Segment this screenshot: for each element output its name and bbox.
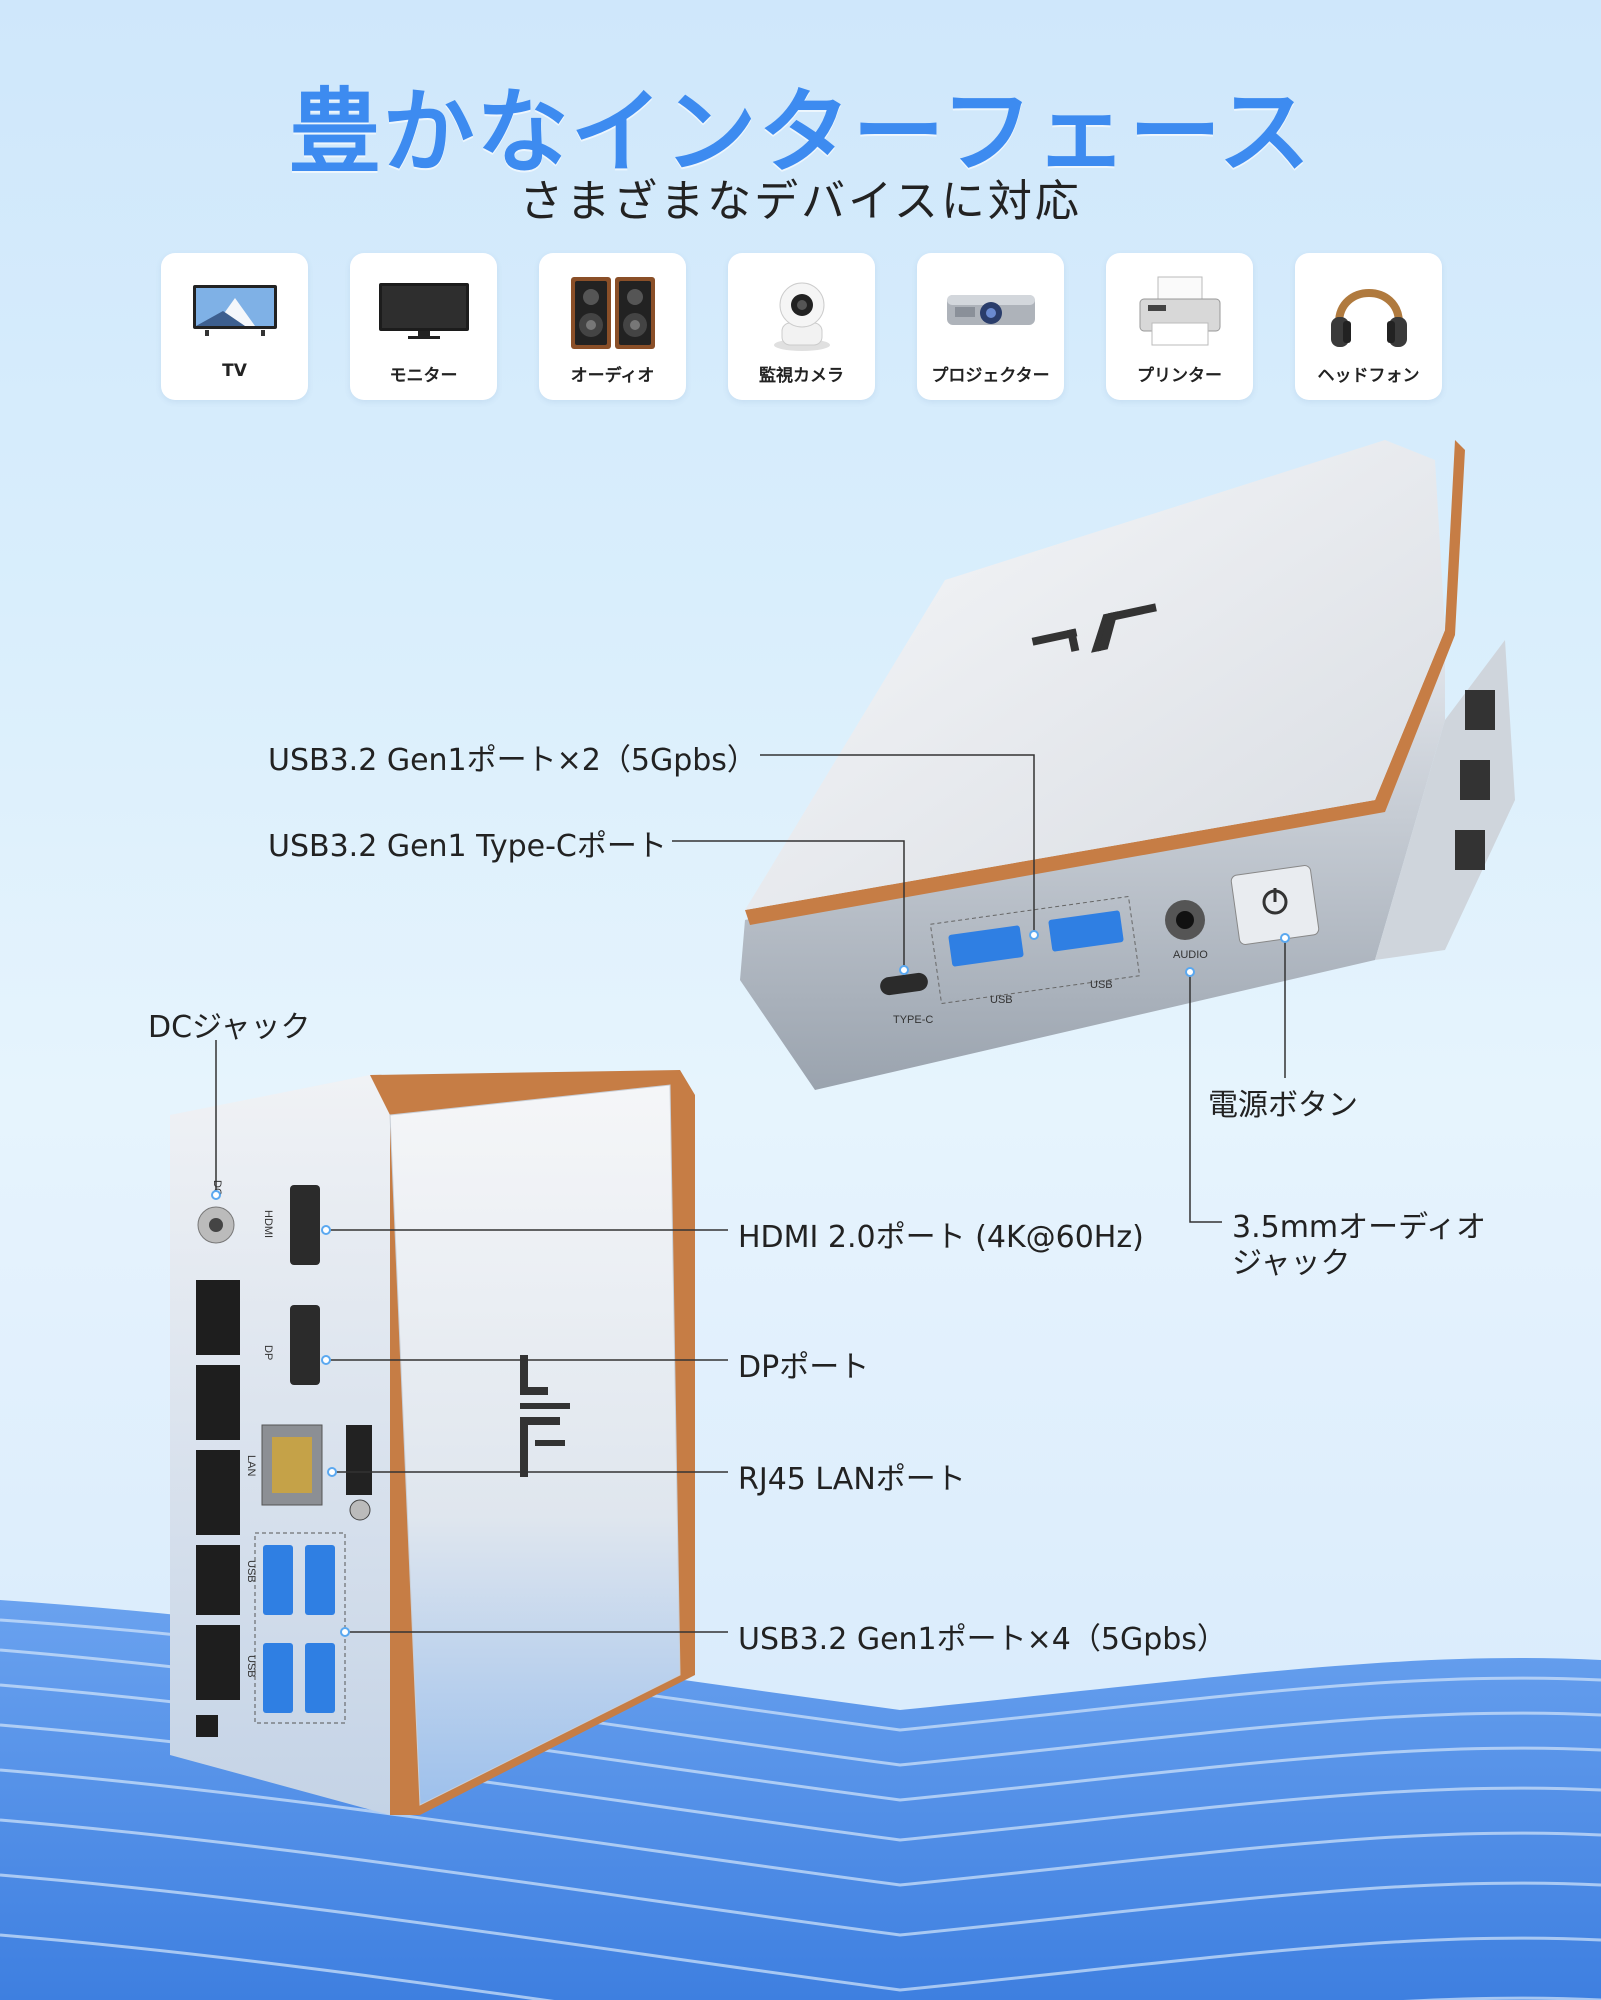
mini-pc-rear-view: DC HDMI DP LAN USB USB: [170, 1070, 695, 1815]
callout-usb-x4: USB3.2 Gen1ポート×4（5Gpbs）: [738, 1622, 1227, 1657]
callout-usb-x2: USB3.2 Gen1ポート×2（5Gpbs）: [268, 743, 757, 778]
printer-icon: [1139, 276, 1221, 346]
audio-port-label: AUDIO: [1173, 949, 1208, 961]
tv-icon: [193, 285, 277, 336]
callout-dp: DPポート: [738, 1350, 870, 1385]
callout-audio-jack-line2: ジャック: [1232, 1246, 1351, 1281]
hdmi-port-label: HDMI: [262, 1210, 274, 1238]
callout-dc-jack: DCジャック: [148, 1010, 311, 1045]
dp-port-label: DP: [262, 1345, 274, 1360]
callout-audio-jack-line1: 3.5mmオーディオ: [1232, 1210, 1487, 1245]
speakers-icon: [571, 277, 655, 349]
device-card-printer: プリンター: [1106, 253, 1253, 400]
security-camera-icon: [774, 282, 830, 351]
device-label: 監視カメラ: [759, 366, 844, 386]
callout-lan: RJ45 LANポート: [738, 1462, 966, 1497]
mini-pc-front-view: TYPE-C USB USB AUDIO: [740, 440, 1515, 1090]
usb-port-label: USB: [245, 1655, 257, 1678]
device-card-audio: オーディオ: [539, 253, 686, 400]
monitor-icon: [379, 283, 469, 339]
device-label: モニター: [389, 366, 458, 386]
headphones-icon: [1331, 289, 1407, 347]
device-card-projector: プロジェクター: [917, 253, 1064, 400]
device-card-camera: 監視カメラ: [728, 253, 875, 400]
device-label: オーディオ: [570, 366, 655, 386]
device-card-tv: TV: [161, 253, 308, 400]
callout-power-button: 電源ボタン: [1208, 1088, 1358, 1123]
lan-port-label: LAN: [245, 1455, 257, 1476]
device-label: プリンター: [1137, 366, 1222, 386]
device-card-headphones: ヘッドフォン: [1295, 253, 1442, 400]
device-label: TV: [222, 361, 247, 381]
page-subtitle: さまざまなデバイスに対応: [519, 176, 1082, 227]
usb-port-label: USB: [245, 1560, 257, 1583]
device-label: ヘッドフォン: [1317, 366, 1420, 386]
projector-icon: [947, 295, 1035, 325]
device-card-monitor: モニター: [350, 253, 497, 400]
callout-type-c: USB3.2 Gen1 Type-Cポート: [268, 829, 667, 864]
usb-port-label: USB: [990, 994, 1013, 1006]
page-title: 豊かなインターフェース: [288, 79, 1313, 186]
callout-hdmi: HDMI 2.0ポート (4K@60Hz): [738, 1220, 1144, 1255]
device-label: プロジェクター: [931, 366, 1050, 386]
usb-port-label: USB: [1090, 979, 1113, 991]
type-c-port-label: TYPE-C: [893, 1014, 933, 1026]
